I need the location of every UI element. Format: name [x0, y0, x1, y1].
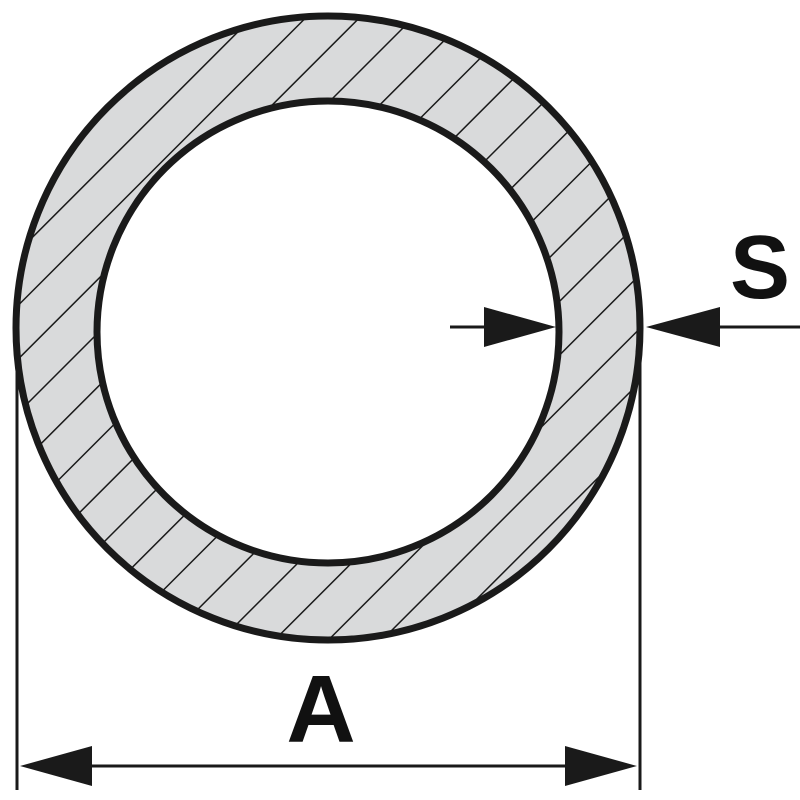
wall-thickness-dimension: S — [450, 218, 800, 347]
thickness-arrow-inward-icon — [484, 307, 556, 347]
outer-circle-outline — [12, 12, 644, 644]
dimension-arrow-left-icon — [20, 746, 92, 786]
inner-circle-outline — [93, 97, 563, 567]
thickness-arrow-outward-icon — [646, 307, 720, 347]
dimension-arrow-right-icon — [565, 746, 637, 786]
diameter-dimension: A — [15, 360, 642, 790]
wall-thickness-label: S — [730, 218, 790, 318]
diameter-label: A — [286, 656, 355, 763]
